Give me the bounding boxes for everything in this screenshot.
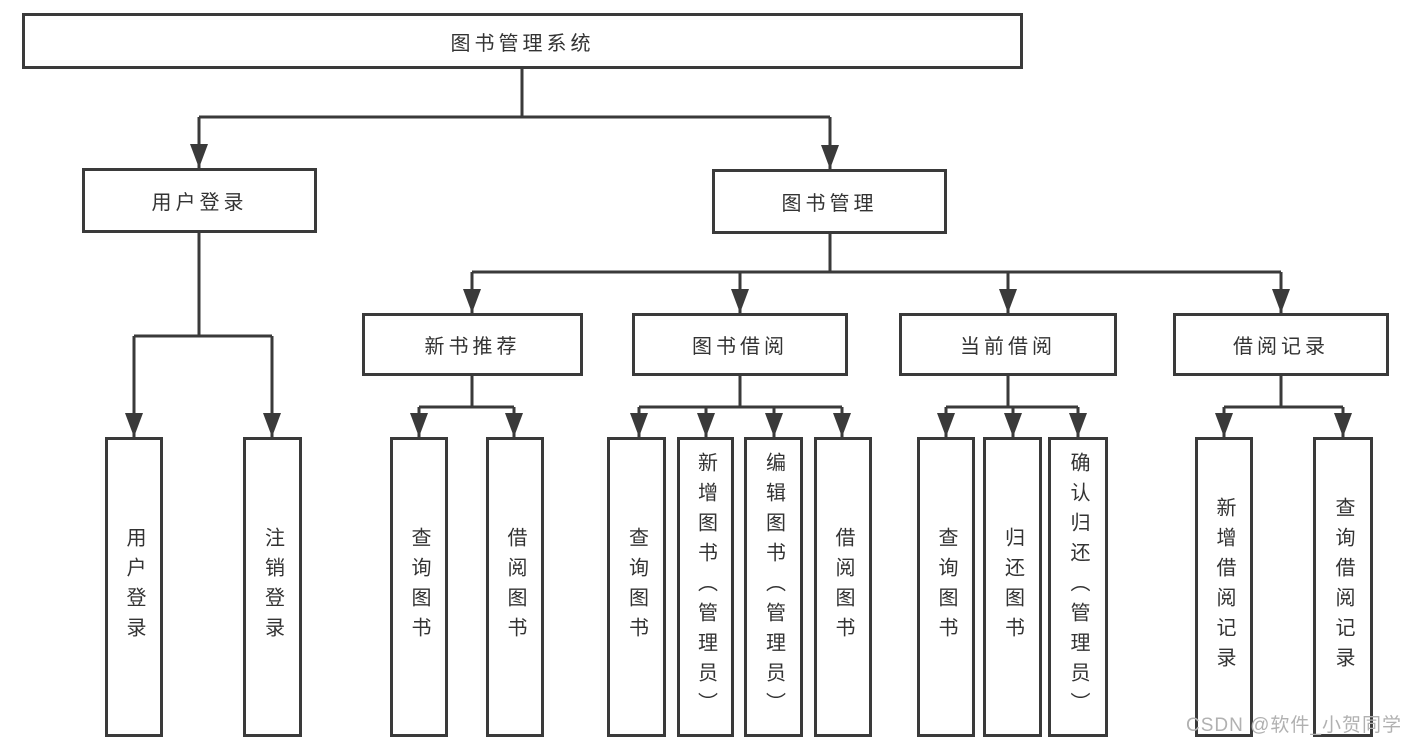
node-current-borrow: 当前借阅 [899,313,1117,376]
leaf-label: 借阅图书 [832,527,854,647]
leaf-label: 借阅图书 [504,527,526,647]
leaf-return-book: 归还图书 [983,437,1042,737]
node-borrow-records: 借阅记录 [1173,313,1389,376]
leaf-label: 查询图书 [408,527,430,647]
leaf-label: 新增图书（管理员） [694,452,717,722]
leaf-label: 查询借阅记录 [1332,497,1354,677]
leaf-add-book-admin: 新增图书（管理员） [677,437,734,737]
leaf-query-book-current: 查询图书 [917,437,975,737]
node-book-borrow: 图书借阅 [632,313,848,376]
leaf-label: 确认归还（管理员） [1067,452,1089,722]
leaf-label: 归还图书 [1001,527,1024,647]
leaf-edit-book-admin: 编辑图书（管理员） [744,437,803,737]
leaf-query-book-borrow: 查询图书 [607,437,666,737]
leaf-confirm-return-admin: 确认归还（管理员） [1048,437,1108,737]
node-root: 图书管理系统 [22,13,1023,69]
leaf-add-borrow-record: 新增借阅记录 [1195,437,1253,737]
node-user-login: 用户登录 [82,168,317,233]
leaf-label: 查询图书 [935,527,957,647]
leaf-label: 注销登录 [261,527,284,647]
leaf-logout: 注销登录 [243,437,302,737]
leaf-label: 查询图书 [625,527,648,647]
node-new-book-recommend: 新书推荐 [362,313,583,376]
leaf-query-borrow-record: 查询借阅记录 [1313,437,1373,737]
leaf-borrow-book: 借阅图书 [814,437,872,737]
leaf-query-book-recommend: 查询图书 [390,437,448,737]
leaf-label: 用户登录 [123,527,145,647]
csdn-watermark: CSDN @软件_小贺同学 [1186,715,1402,736]
edge-trunks [134,69,1343,409]
leaf-user-login: 用户登录 [105,437,163,737]
leaf-borrow-book-recommend: 借阅图书 [486,437,544,737]
node-book-management: 图书管理 [712,169,947,234]
leaf-label: 编辑图书（管理员） [762,452,785,722]
leaf-label: 新增借阅记录 [1213,497,1235,677]
